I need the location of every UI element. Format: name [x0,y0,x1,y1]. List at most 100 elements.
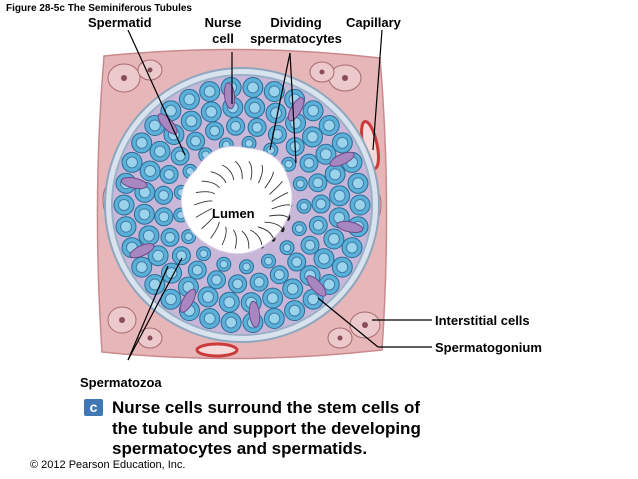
capillary-bottom [195,342,239,358]
label-capillary: Capillary [346,15,401,30]
cell-nucleus [304,239,316,251]
cell-nucleus [135,136,148,149]
sperm-tail [195,191,216,195]
cell-nucleus [291,256,303,268]
sperm-tail [241,230,250,249]
label-dividing-line1: Dividing [270,15,322,30]
cell-nucleus [253,276,265,288]
caption: Nurse cells surround the stem cells of t… [112,398,492,460]
cell-nucleus [242,262,251,272]
cell-nucleus [329,168,342,181]
sperm-tail [271,204,291,210]
cell-nucleus [295,179,305,189]
label-spermatogonium: Spermatogonium [435,340,542,355]
cell-nucleus [288,304,301,317]
cell-nucleus [336,261,349,274]
nurse-cell [336,220,364,233]
cell-nucleus [154,145,166,158]
nurse-cell [129,243,155,259]
cell-nucleus [266,292,279,305]
label-nurse-cell-line2: cell [212,31,234,46]
cell-nucleus [270,107,282,120]
cell-nucleus [203,85,216,98]
label-spermatozoa: Spermatozoa [80,375,162,390]
cell-nucleus [323,119,336,132]
cell-nucleus [346,241,358,254]
sperm-tail [250,229,263,246]
label-spermatid: Spermatid [88,15,152,30]
caption-line-3: spermatocytes and spermatids. [112,439,368,458]
cell-nucleus [164,231,176,243]
nurse-cell [248,300,261,328]
cell-nucleus [318,252,330,265]
sperm-tail [210,171,227,184]
cell-nucleus [307,293,320,306]
cell-nucleus [248,101,261,114]
cell-nucleus [174,150,186,162]
cell-nucleus [271,128,283,140]
sperm-tail [257,226,274,239]
sperm-tail [210,221,220,239]
sperm-tail [232,229,237,249]
cell-nucleus [286,282,299,295]
cell-nucleus [209,125,221,137]
cell-nucleus [352,177,364,190]
label-lumen: Lumen [212,206,255,221]
cell-nucleus [230,120,242,132]
cell-nucleus [294,224,304,233]
cell-nucleus [163,169,175,180]
sperm-tail [234,161,243,180]
cell-nucleus [284,159,294,169]
cell-nucleus [199,249,208,259]
cell-nucleus [303,157,315,169]
cell-nucleus [319,148,332,161]
cell-nucleus [327,233,340,245]
cell-nucleus [299,201,309,211]
cell-nucleus [312,219,324,231]
sperm-tail [201,180,220,189]
cell-nucleus [205,105,218,118]
sperm-tail [193,200,213,206]
cell-nucleus [203,312,216,325]
cell-nucleus [190,135,202,147]
nurse-cell [306,275,327,297]
cell-nucleus [185,115,198,128]
cell-nucleus [354,199,366,211]
sperm-tail [248,161,253,181]
sperm-tail [201,215,215,230]
leader-lines [127,29,432,361]
nurse-cell [179,288,197,313]
caption-line-2: the tubule and support the developing [112,418,421,438]
panel-c-badge: c [84,399,103,416]
cell-nucleus [336,136,349,149]
cell-nucleus [219,259,229,269]
cell-nucleus [175,250,187,262]
nurse-cell [157,113,178,135]
sperm-tail [264,221,283,230]
cell-nucleus [211,274,222,286]
cell-nucleus [183,93,196,106]
cell-nucleus [306,130,319,143]
cell-nucleus [333,189,346,202]
cell-nucleus [138,208,151,221]
cell-nucleus [268,312,281,325]
sperm-tail [269,180,283,195]
cell-nucleus [164,293,177,306]
cell-nucleus [268,85,281,98]
cell-nucleus [118,199,130,211]
sperm-tail [271,192,289,202]
cell-nucleus [158,211,170,223]
cell-nucleus [307,104,320,117]
cell-nucleus [184,232,193,241]
lumen [180,145,293,255]
sperm-tail [257,164,263,184]
sperm-tail [221,164,235,181]
cell-nucleus [225,316,238,329]
cell-nucleus [135,261,148,274]
sperm-tails [193,161,291,249]
cell-nucleus [185,166,195,176]
copyright: © 2012 Pearson Education, Inc. [30,459,186,471]
cell-nucleus [282,243,292,253]
cell-nucleus [158,189,170,201]
